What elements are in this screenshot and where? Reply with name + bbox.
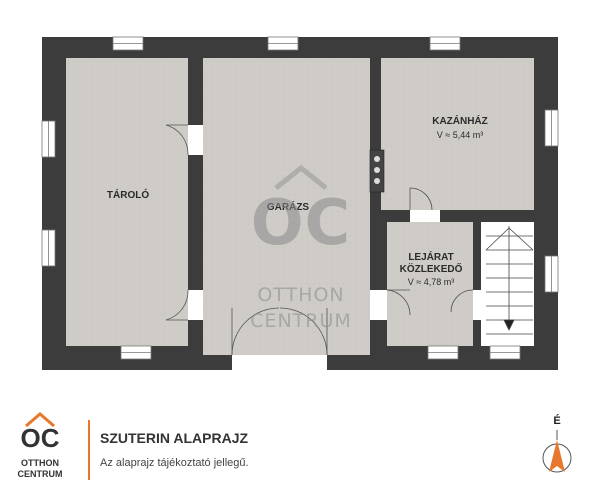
watermark-monogram: OC [250, 186, 352, 259]
footer-logo-line1: OTTHON [21, 458, 59, 468]
footer-divider [88, 420, 90, 480]
room-lejarat-floor [387, 222, 473, 346]
footer-logo-monogram: OC [20, 423, 60, 453]
compass-icon [542, 430, 572, 473]
room-kazanhaz-floor [381, 58, 534, 210]
room-lejarat-volume: V ≈ 4,78 m³ [407, 277, 455, 287]
room-taroló-floor [66, 58, 188, 346]
page-title: SZUTERIN ALAPRAJZ [100, 430, 249, 446]
room-kazanhaz-label: KAZÁNHÁZ [432, 116, 488, 127]
footer-logo-roof [25, 412, 55, 428]
watermark-roof [274, 164, 328, 190]
room-lejarat-label-2: KÖZLEKEDŐ [399, 264, 463, 275]
room-taroló-label: TÁROLÓ [106, 190, 150, 201]
footer-logo-line2: CENTRUM [17, 469, 63, 479]
boiler-icon [369, 149, 385, 193]
watermark-line1: OTTHON [257, 284, 345, 306]
compass-north-label: É [553, 415, 561, 427]
windows [41, 36, 559, 360]
doors [165, 124, 481, 370]
watermark-line2: CENTRUM [250, 310, 352, 332]
room-kazanhaz-volume: V ≈ 5,44 m³ [436, 130, 484, 140]
staircase [485, 226, 534, 335]
page-subtitle: Az alaprajz tájékoztató jellegű. [100, 457, 249, 469]
room-garazs-label: GARÁZS [266, 202, 310, 213]
room-lejarat-label-1: LEJÁRAT [408, 252, 454, 263]
room-garazs-floor [203, 58, 370, 355]
